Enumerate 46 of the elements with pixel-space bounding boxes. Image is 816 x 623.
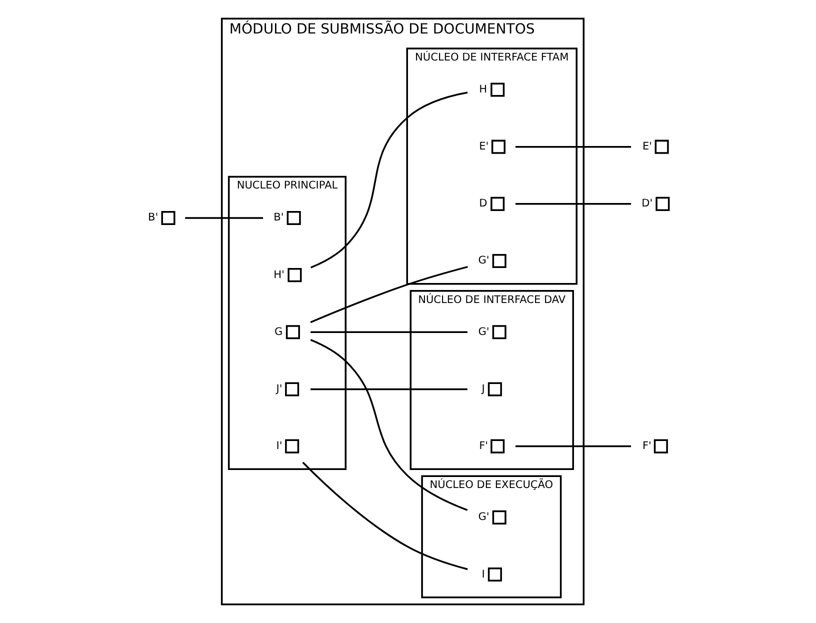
node-box <box>285 439 300 454</box>
connector <box>310 266 468 324</box>
node-box <box>488 382 502 396</box>
node-label: I' <box>276 440 282 452</box>
connector <box>515 203 632 205</box>
node-box <box>488 568 502 582</box>
node-box <box>654 439 668 454</box>
connector <box>302 462 468 570</box>
connector <box>310 331 468 334</box>
connector <box>310 338 468 511</box>
node-box <box>288 268 302 282</box>
node-label: G <box>274 326 283 338</box>
connector <box>515 146 632 148</box>
node-box <box>492 510 506 524</box>
node-label: B' <box>148 212 158 224</box>
connector <box>310 92 468 268</box>
connector <box>185 217 264 219</box>
node-box <box>490 196 505 211</box>
node-box <box>285 382 300 396</box>
node-label: G' <box>478 326 490 338</box>
node-label: J' <box>276 382 282 395</box>
node-label: D' <box>642 198 653 210</box>
node-box <box>492 254 506 268</box>
node-label: D <box>479 198 488 210</box>
node-label: F' <box>642 440 652 452</box>
connector <box>310 388 468 390</box>
node-box <box>490 82 505 97</box>
node-label: G' <box>478 254 490 267</box>
node-box <box>656 196 670 211</box>
node-label: B' <box>274 212 284 224</box>
node-box <box>286 210 301 225</box>
node-box <box>490 439 505 454</box>
node-box <box>654 140 669 154</box>
connector <box>515 445 632 448</box>
node-label: J <box>482 382 485 395</box>
node-box <box>492 325 506 340</box>
node-label: H' <box>274 268 284 281</box>
node-label: F' <box>479 440 488 452</box>
node-label: I <box>482 568 485 580</box>
node-label: H <box>479 83 488 96</box>
node-box <box>286 325 300 340</box>
node-box <box>161 210 176 225</box>
node-label: E' <box>642 140 652 153</box>
node-box <box>491 140 506 154</box>
node-label: G' <box>478 511 490 524</box>
node-label: E' <box>479 140 489 153</box>
